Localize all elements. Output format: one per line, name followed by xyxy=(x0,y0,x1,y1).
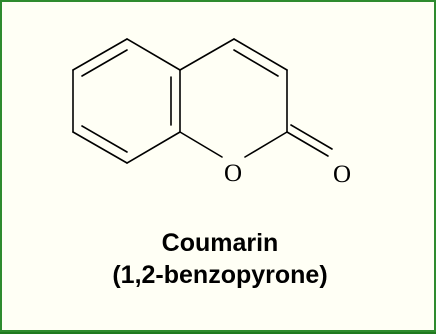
bond-inner-c5-c6 xyxy=(81,49,128,77)
bond-c2-o-double-b xyxy=(290,124,333,150)
bond-c4-c3 xyxy=(233,38,288,71)
compound-alt-name: (1,2-benzopyrone) xyxy=(112,261,328,289)
bond-lines xyxy=(72,38,333,164)
bond-c4a-c4 xyxy=(179,38,235,71)
compound-name: Coumarin xyxy=(161,229,279,257)
bond-inner-c4-c3 xyxy=(233,49,279,77)
bond-c2-o1 xyxy=(244,131,288,158)
bond-c6-c5 xyxy=(72,38,128,71)
ring-oxygen-label: O xyxy=(224,160,242,187)
bond-inner-c8-c7 xyxy=(81,125,128,153)
bond-c2-o-double-a xyxy=(286,131,329,157)
bond-c8a-c8 xyxy=(126,131,181,164)
carbonyl-oxygen-label: O xyxy=(333,161,351,188)
bond-c8a-o1 xyxy=(179,131,223,158)
bond-c5-c4a xyxy=(126,38,181,71)
bond-c8-c7 xyxy=(72,131,128,164)
